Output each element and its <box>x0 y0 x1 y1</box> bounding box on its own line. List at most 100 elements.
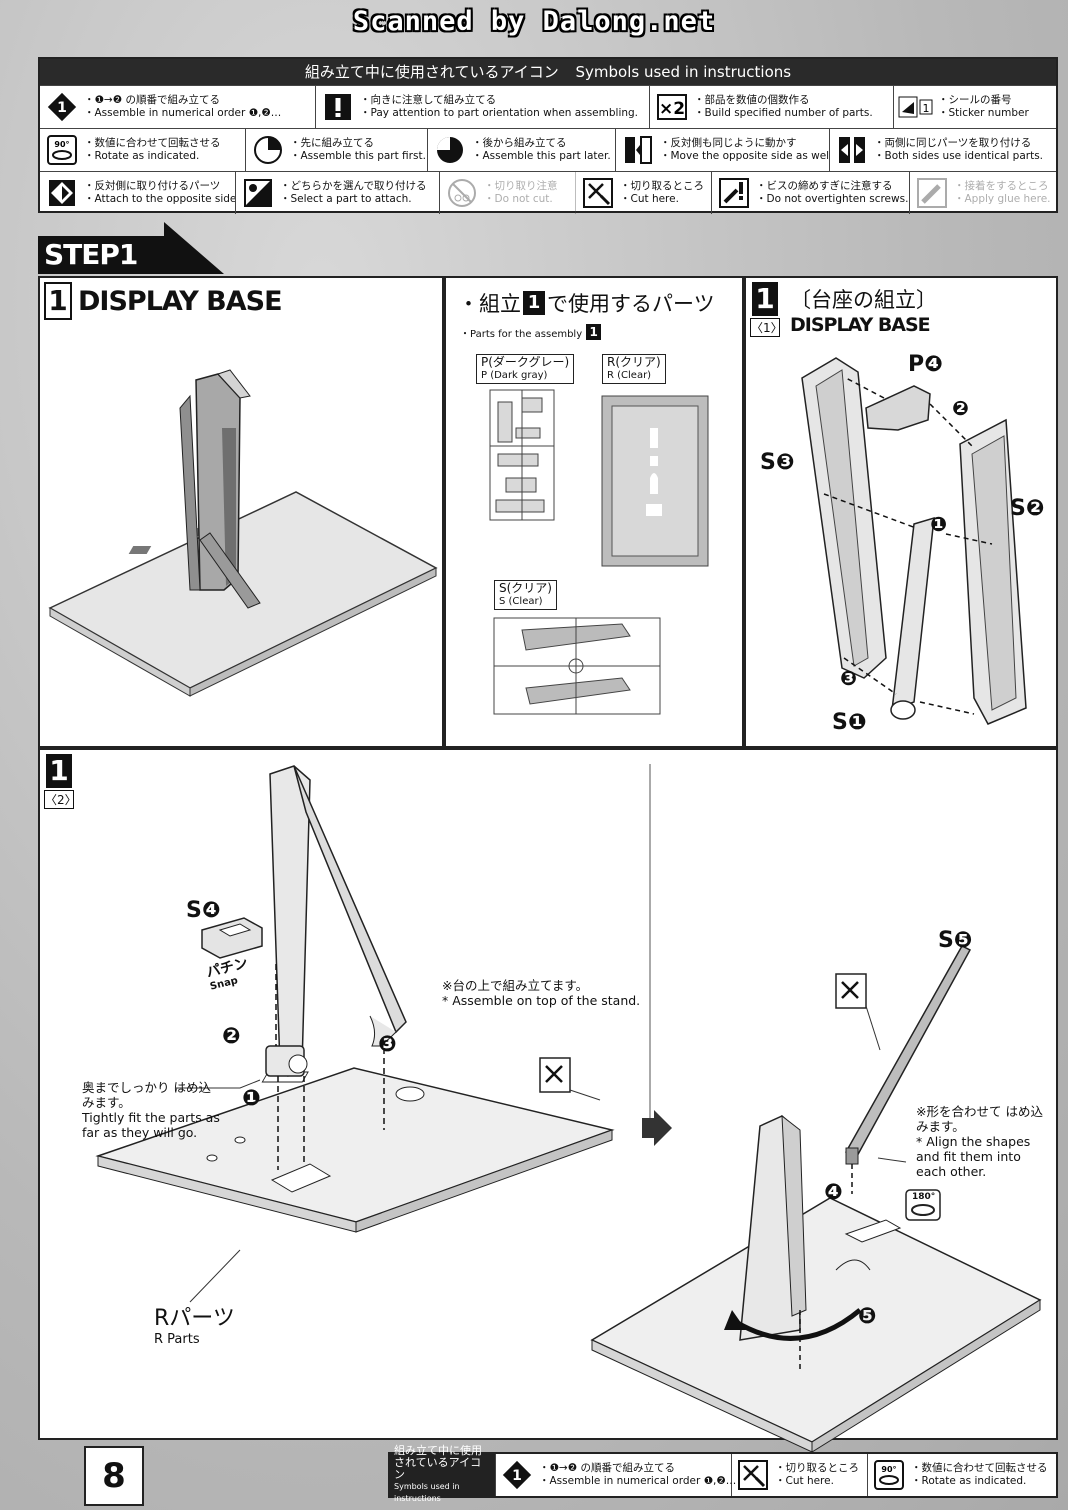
legend-item: 90° ・数値に合わせて回転させる・Rotate as indicated. <box>40 129 246 171</box>
display-base-illustration <box>48 369 438 697</box>
legend-jp: ・部品を数値の個数作る <box>694 94 810 106</box>
label-s4: S❹ <box>186 898 221 923</box>
footer-jp: ・切り取るところ <box>775 1462 859 1474</box>
legend-item: ・切り取り注意・Do not cut. <box>440 172 576 214</box>
r-parts-en: R Parts <box>154 1332 200 1347</box>
legend-item: ・接着をするところ・Apply glue here. <box>910 172 1056 214</box>
step-circle-4: ❹ <box>824 1180 843 1205</box>
overview-panel: 1 DISPLAY BASE <box>38 276 444 748</box>
opposite-side-move-icon <box>622 134 654 166</box>
label-s1: S❶ <box>832 710 867 735</box>
runner-s-image <box>493 617 661 715</box>
legend-jp: ・向きに注意して組み立てる <box>360 94 497 106</box>
svg-text:1: 1 <box>57 100 67 116</box>
note-stand: ※台の上で組み立てます。 * Assemble on top of the st… <box>442 978 640 1008</box>
step-circle-5: ❺ <box>858 1304 877 1329</box>
runner-label-r: R(クリア) R (Clear) <box>602 354 666 384</box>
step-circle-1: ❶ <box>242 1086 261 1111</box>
legend-jp: ・接着をするところ <box>954 180 1049 192</box>
legend-item: ・向きに注意して組み立てる・Pay attention to part orie… <box>316 86 650 128</box>
legend-item: 1 ・❶→❷ の順番で組み立てる・Assemble in numerical o… <box>40 86 316 128</box>
legend-en: ・Build specified number of parts. <box>694 107 873 119</box>
legend-en: ・Sticker number <box>938 107 1029 119</box>
legend-jp: ・❶→❷ の順番で組み立てる <box>84 94 220 106</box>
step-number: 1 <box>44 282 72 320</box>
attach-opposite-icon <box>46 177 78 209</box>
assembly-1-title-jp: 〔台座の組立〕 <box>790 288 937 312</box>
parts-panel: ・組立 1 で使用するパーツ ・Parts for the assembly 1… <box>444 276 744 748</box>
assembly-1-title-en: DISPLAY BASE <box>790 314 931 336</box>
legend-en: ・Apply glue here. <box>954 193 1051 205</box>
multiply-two-icon: ×2 <box>656 91 688 123</box>
parts-subtitle-number: 1 <box>586 324 602 340</box>
legend-jp: ・数値に合わせて回転させる <box>84 137 221 149</box>
parts-title-number: 1 <box>523 291 545 315</box>
do-not-cut-icon <box>446 177 478 209</box>
legend-jp: ・両側に同じパーツを取り付ける <box>874 137 1032 149</box>
rotate-180-icon <box>905 1189 941 1221</box>
numbered-order-icon: 1 <box>501 1459 533 1491</box>
legend-en: ・Assemble this part later. <box>472 150 611 162</box>
label-s2: S❷ <box>1010 496 1045 521</box>
note-align-en: * Align the shapes and fit them into eac… <box>916 1134 1031 1179</box>
note-stand-en: * Assemble on top of the stand. <box>442 993 641 1008</box>
step-circle-1: ❶ <box>930 512 947 536</box>
svg-text:1: 1 <box>512 1468 522 1484</box>
step-label: STEP1 <box>38 236 168 274</box>
legend-row-1: 1 ・❶→❷ の順番で組み立てる・Assemble in numerical o… <box>40 85 1056 128</box>
legend-en: ・Assemble this part first. <box>290 150 426 162</box>
runner-p-en: P (Dark gray) <box>481 370 548 381</box>
label-p4: P❹ <box>908 352 943 377</box>
legend-en: ・Do not cut. <box>484 193 553 205</box>
assembly-1-sub: 〈1〉 <box>750 318 783 337</box>
svg-text:90°: 90° <box>881 1465 896 1474</box>
assembly-1-illustration <box>801 357 1027 725</box>
footer-header-jp: 組み立て中に使用されているアイコン <box>394 1444 482 1481</box>
step-title: DISPLAY BASE <box>78 285 283 317</box>
legend-title-jp: 組み立て中に使用されているアイコン <box>304 63 559 81</box>
runner-r-en: R (Clear) <box>607 370 652 381</box>
footer-jp: ・数値に合わせて回転させる <box>911 1462 1048 1474</box>
legend-jp: ・ビスの締めすぎに注意する <box>756 180 893 192</box>
note-align-jp: ※形を合わせて はめ込みます。 <box>916 1104 1043 1134</box>
footer-header-en: Symbols used in instructions <box>394 1482 460 1503</box>
svg-text:×2: ×2 <box>659 99 685 119</box>
numbered-order-icon: 1 <box>46 91 78 123</box>
legend-jp: ・後から組み立てる <box>472 137 567 149</box>
legend-jp: ・先に組み立てる <box>290 137 374 149</box>
page-number: 8 <box>84 1446 144 1506</box>
note-tight-jp: 奥までしっかり はめ込みます。 <box>82 1080 211 1110</box>
rotate-90-icon: 90° <box>873 1459 905 1491</box>
watermark: Scanned by Dalong.net <box>352 6 716 37</box>
r-parts-label: Rパーツ R Parts <box>154 1300 235 1347</box>
legend-item: ・後から組み立てる・Assemble this part later. <box>428 129 616 171</box>
legend-item: ・反対側も同じように動かす・Move the opposite side as … <box>616 129 830 171</box>
assembly-2-sub: 〈2〉 <box>44 790 77 809</box>
step-tab-wedge <box>164 222 224 274</box>
parts-title-prefix: ・組立 <box>458 292 521 316</box>
legend-en: ・Assemble in numerical order ❶,❷… <box>84 107 282 119</box>
cut-here-icon <box>737 1459 769 1491</box>
footer-legend: 組み立て中に使用されているアイコン Symbols used in instru… <box>388 1445 1058 1503</box>
legend-en: ・Select a part to attach. <box>280 193 412 205</box>
legend-header: 組み立て中に使用されているアイコン Symbols used in instru… <box>40 59 1056 85</box>
legend-title-en: Symbols used in instructions <box>575 63 792 81</box>
attention-icon <box>322 91 354 123</box>
runner-r-jp: R(クリア) <box>607 355 661 369</box>
runner-label-s: S(クリア) S (Clear) <box>494 580 557 610</box>
label-s3: S❸ <box>760 450 795 475</box>
legend-jp: ・切り取り注意 <box>484 180 558 192</box>
svg-text:90°: 90° <box>54 140 69 149</box>
runner-label-p: P(ダークグレー) P (Dark gray) <box>476 354 575 384</box>
parts-subtitle-text: ・Parts for the assembly <box>460 328 583 340</box>
cut-here-icon-left <box>539 1057 571 1093</box>
step-circle-3: ❸ <box>840 666 857 690</box>
r-parts-jp: Rパーツ <box>154 1306 235 1331</box>
legend-item: ×2 ・部品を数値の個数作る・Build specified number of… <box>650 86 894 128</box>
select-part-icon <box>242 177 274 209</box>
assembly-1-panel: 1 〈1〉 〔台座の組立〕 DISPLAY BASE P❹ S❸ S❷ S❶ ❶… <box>744 276 1058 748</box>
legend-item: ・ビスの締めすぎに注意する・Do not overtighten screws. <box>712 172 910 214</box>
legend-en: ・Cut here. <box>620 193 679 205</box>
legend-en: ・Pay attention to part orientation when … <box>360 107 639 119</box>
sticker-icon: 1 <box>898 91 933 123</box>
